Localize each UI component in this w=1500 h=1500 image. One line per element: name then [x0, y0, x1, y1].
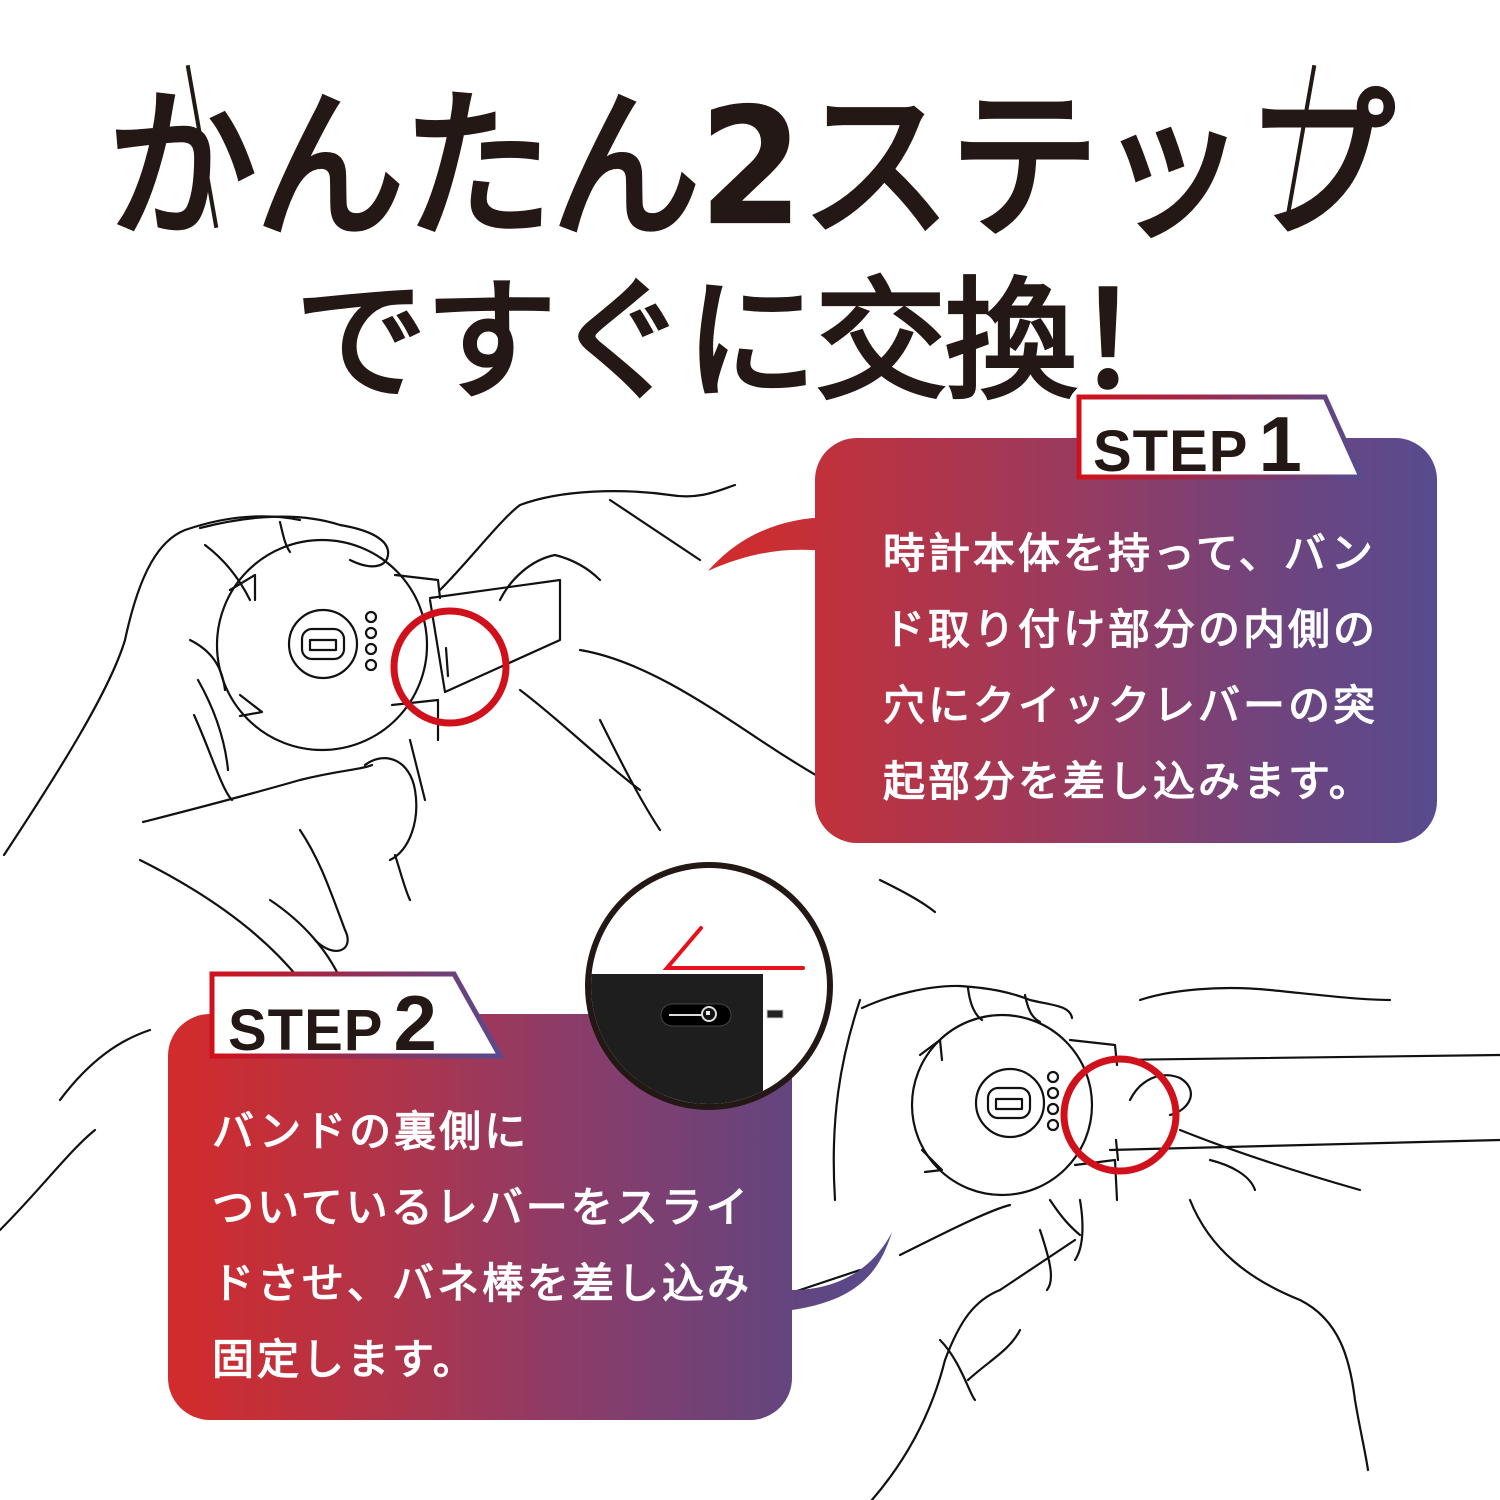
step2-tag-number: 2	[393, 979, 437, 1067]
lever-detail-inset	[585, 862, 833, 1110]
headline-line2: ですぐに交換！	[295, 265, 1207, 419]
step1-instruction-bubble: 時計本体を持って、バン ド取り付け部分の内側の 穴にクイックレバーの突 起部分を…	[815, 438, 1437, 843]
step1-highlight-circle	[390, 607, 510, 727]
step1-tag-word: STEP	[1093, 419, 1249, 484]
step2-tag-word: STEP	[228, 998, 384, 1063]
step1-instruction-text: 時計本体を持って、バン ド取り付け部分の内側の 穴にクイックレバーの突 起部分を…	[883, 529, 1379, 806]
step2-instruction-text: バンドの裏側に ついているレバーをスライ ドさせ、バネ棒を差し込み 固定します。	[212, 1107, 753, 1384]
headline-line1: かんたん2ステップ	[106, 74, 1395, 262]
step1-tag-number: 1	[1258, 400, 1302, 488]
step2-highlight-circle	[1060, 1055, 1180, 1175]
slide-left-arrow-icon	[662, 926, 805, 970]
